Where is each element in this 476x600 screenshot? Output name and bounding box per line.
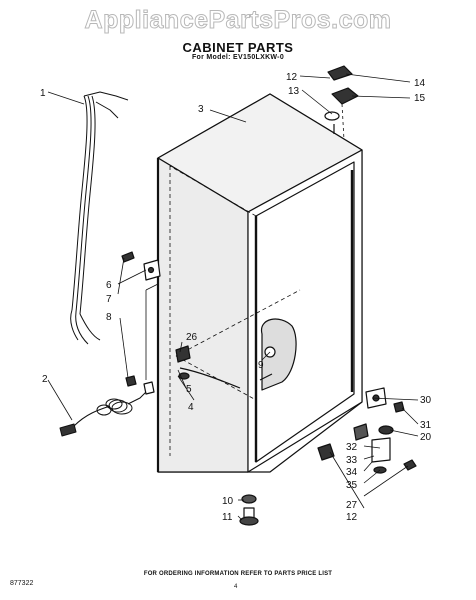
callout-26: 26 xyxy=(186,332,198,343)
page-title: CABINET PARTS xyxy=(182,40,294,55)
callout-20: 20 xyxy=(420,432,432,443)
callout-labels: 1 2 3 4 5 6 7 8 9 10 11 12 12 13 14 15 2… xyxy=(40,72,432,523)
callout-31: 31 xyxy=(420,420,432,431)
compressor-compartment xyxy=(261,318,297,391)
watermark: AppliancePartsPros.com xyxy=(84,6,392,35)
leveling-leg xyxy=(239,494,259,526)
callout-32: 32 xyxy=(346,442,358,453)
ordering-note: FOR ORDERING INFORMATION REFER TO PARTS … xyxy=(143,571,333,577)
callout-2: 2 xyxy=(42,374,48,385)
wiring-harness xyxy=(70,91,129,345)
callout-27: 27 xyxy=(346,500,358,511)
callout-30: 30 xyxy=(420,395,432,406)
power-cord xyxy=(59,391,147,437)
callout-6: 6 xyxy=(106,280,112,291)
model-subtitle: For Model: EV150LXKW-0 xyxy=(191,54,285,61)
document-number: 877322 xyxy=(10,580,34,587)
callout-5: 5 xyxy=(186,384,192,395)
callout-35: 35 xyxy=(346,480,358,491)
callout-7: 7 xyxy=(106,294,112,305)
callout-14: 14 xyxy=(414,78,426,89)
callout-13: 13 xyxy=(288,86,300,97)
callout-1: 1 xyxy=(40,88,46,99)
leader-lines xyxy=(47,73,419,521)
callout-11: 11 xyxy=(222,512,233,523)
callout-12-bottom: 12 xyxy=(346,512,358,523)
page-number: 4 xyxy=(234,584,238,590)
callout-33: 33 xyxy=(346,455,358,466)
callout-15: 15 xyxy=(414,93,426,104)
callout-10: 10 xyxy=(222,496,234,507)
callout-3: 3 xyxy=(198,104,204,115)
callout-4: 4 xyxy=(188,402,194,413)
top-hinge-assembly xyxy=(324,65,359,141)
callout-12-top: 12 xyxy=(286,72,298,83)
callout-9: 9 xyxy=(258,360,264,371)
cabinet-shell xyxy=(156,93,363,473)
callout-8: 8 xyxy=(106,312,112,323)
callout-34: 34 xyxy=(346,467,358,478)
